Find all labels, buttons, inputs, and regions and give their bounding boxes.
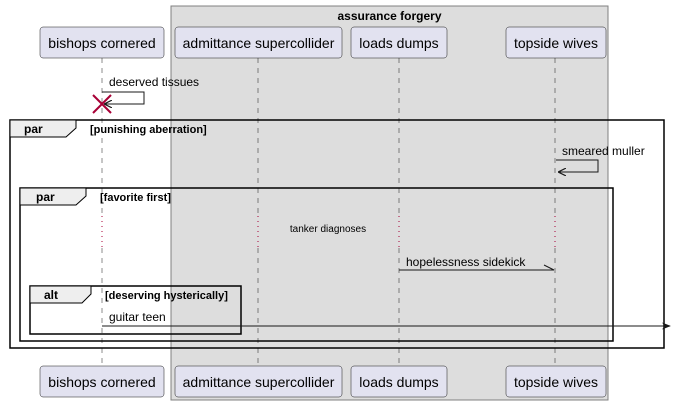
participant-box: assurance forgery [170,5,609,401]
message-deserved-tissues[interactable]: deserved tissues [92,75,199,114]
participant-topside-bottom[interactable]: topside wives [505,365,607,398]
participant-bishops-bottom[interactable]: bishops cornered [39,365,165,398]
fragment-alt: alt [deserving hysterically] [29,285,242,335]
delay-label: tanker diagnoses [290,224,366,235]
participant-label: topside wives [514,35,598,51]
participant-label: topside wives [514,374,598,390]
participant-label: admittance supercollider [183,374,335,390]
half-arrow-head [543,264,555,271]
box-title: assurance forgery [337,9,441,23]
box-background [170,5,609,401]
participant-label: bishops cornered [48,374,155,390]
fragment-guard: [favorite first] [100,192,171,204]
participant-bishops-top[interactable]: bishops cornered [39,26,165,59]
message-label: hopelessness sidekick [406,255,526,269]
message-smeared-muller[interactable]: smeared muller [556,144,645,172]
fragment-kind: par [24,122,43,136]
message-guitar-teen[interactable]: guitar teen [102,310,671,330]
fragment-guard: [deserving hysterically] [105,290,228,302]
participant-label: loads dumps [359,35,438,51]
participant-topside-top[interactable]: topside wives [505,26,607,59]
lifelines [101,58,556,366]
participant-loads-top[interactable]: loads dumps [350,26,448,59]
destroy-icon [92,94,112,114]
participant-label: bishops cornered [48,35,155,51]
message-label: deserved tissues [109,75,199,89]
fragment-par-outer: par [punishing aberration] [9,119,665,349]
participant-label: admittance supercollider [183,35,335,51]
participants-bottom: bishops cornered admittance supercollide… [39,365,607,398]
fragment-kind: par [36,190,55,204]
participant-loads-bottom[interactable]: loads dumps [350,365,448,398]
participant-label: loads dumps [359,374,438,390]
participants-top: bishops cornered admittance supercollide… [39,26,607,59]
delay: tanker diagnoses [96,214,561,248]
message-hopelessness-sidekick[interactable]: hopelessness sidekick [399,255,555,271]
message-label: smeared muller [562,144,645,158]
self-arrow [102,91,145,104]
fragment-guard: [punishing aberration] [90,124,207,136]
message-label: guitar teen [109,310,166,324]
fragment-kind: alt [44,288,58,302]
self-arrow [556,159,599,172]
fragment-par-inner: par [favorite first] [19,187,614,342]
participant-admittance-top[interactable]: admittance supercollider [174,26,343,59]
participant-admittance-bottom[interactable]: admittance supercollider [174,365,343,398]
